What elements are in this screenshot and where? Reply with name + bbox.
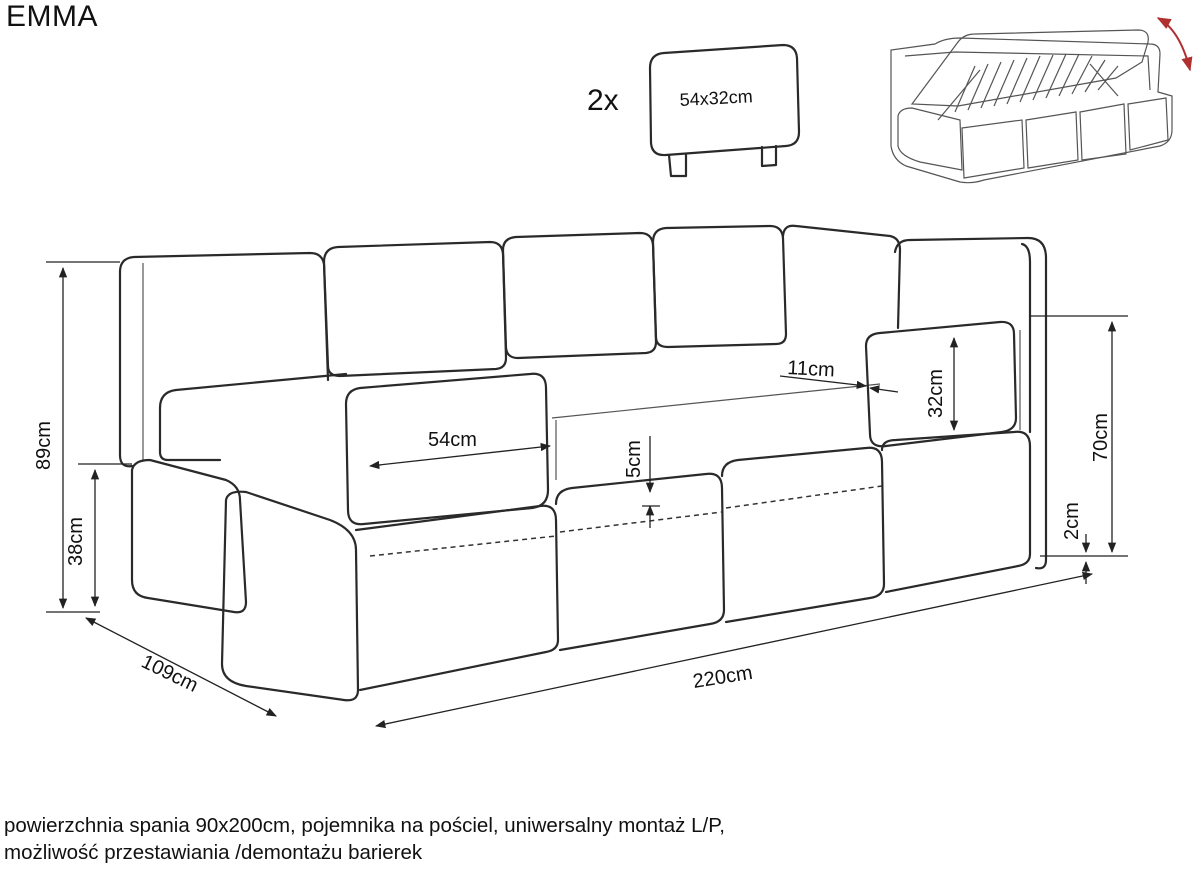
pillow-count: 2x xyxy=(587,84,619,117)
dim-armrest-thickness: 11cm xyxy=(787,357,836,381)
storage-thumbnail xyxy=(890,29,1173,184)
dim-width: 220cm xyxy=(691,662,754,693)
pillow-size-label: 54x32cm xyxy=(679,86,753,110)
dim-armrest-length: 54cm xyxy=(428,429,477,451)
sofa-main xyxy=(118,224,1048,702)
dim-seat-height: 38cm xyxy=(65,517,87,566)
description-line-1: powierzchnia spania 90x200cm, pojemnika … xyxy=(4,814,725,837)
dim-leg-clearance: 2cm xyxy=(1061,502,1083,540)
product-description: powierzchnia spania 90x200cm, pojemnika … xyxy=(4,812,725,866)
dim-height-total: 89cm xyxy=(33,421,55,470)
dim-back-height: 70cm xyxy=(1090,413,1112,462)
product-title: EMMA xyxy=(6,0,98,33)
dim-depth: 109cm xyxy=(138,651,202,697)
dim-armrest-height: 32cm xyxy=(925,369,947,418)
pillow-illustration xyxy=(648,43,801,178)
description-line-2: możliwość przestawiania /demontażu barie… xyxy=(4,841,423,864)
dim-seat-step: 5cm xyxy=(623,440,645,478)
lift-arrow-icon xyxy=(1156,17,1193,72)
